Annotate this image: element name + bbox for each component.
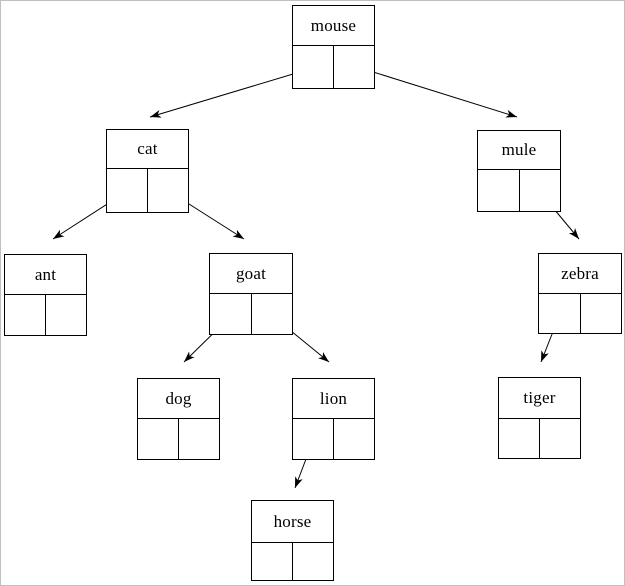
tree-node-zebra: zebra <box>538 253 622 334</box>
tree-node-mule: mule <box>477 130 561 212</box>
right-pointer-cell <box>46 295 86 335</box>
left-pointer-cell <box>293 419 334 459</box>
node-pointer-cells <box>293 419 374 459</box>
node-pointer-cells <box>539 294 621 333</box>
right-pointer-cell <box>540 419 580 458</box>
node-label: mule <box>478 131 560 170</box>
tree-node-horse: horse <box>251 500 334 581</box>
tree-node-dog: dog <box>137 378 220 460</box>
node-label: dog <box>138 379 219 419</box>
node-label: goat <box>210 254 292 294</box>
edge-mouse-left-to-cat <box>149 67 314 118</box>
tree-node-mouse: mouse <box>292 5 375 89</box>
left-pointer-cell <box>138 419 179 459</box>
tree-node-ant: ant <box>4 254 87 336</box>
left-pointer-cell <box>5 295 46 335</box>
node-label: tiger <box>499 378 580 419</box>
node-pointer-cells <box>478 170 560 211</box>
tree-node-tiger: tiger <box>498 377 581 459</box>
node-label: cat <box>107 130 188 169</box>
tree-node-lion: lion <box>292 378 375 460</box>
right-pointer-cell <box>334 419 374 459</box>
right-pointer-cell <box>252 294 293 334</box>
right-pointer-cell <box>334 46 374 88</box>
left-pointer-cell <box>478 170 520 211</box>
right-pointer-cell <box>148 169 188 212</box>
left-pointer-cell <box>210 294 252 334</box>
right-pointer-cell <box>179 419 219 459</box>
tree-node-cat: cat <box>106 129 189 213</box>
left-pointer-cell <box>499 419 540 458</box>
right-pointer-cell <box>293 543 333 580</box>
node-pointer-cells <box>293 46 374 88</box>
left-pointer-cell <box>107 169 148 212</box>
right-pointer-cell <box>520 170 561 211</box>
node-label: horse <box>252 501 333 543</box>
node-pointer-cells <box>5 295 86 335</box>
left-pointer-cell <box>252 543 293 580</box>
left-pointer-cell <box>539 294 581 333</box>
node-pointer-cells <box>252 543 333 580</box>
tree-node-goat: goat <box>209 253 293 335</box>
node-pointer-cells <box>107 169 188 212</box>
node-label: zebra <box>539 254 621 294</box>
node-label: ant <box>5 255 86 295</box>
node-label: mouse <box>293 6 374 46</box>
edge-mouse-right-to-mule <box>353 65 518 118</box>
node-pointer-cells <box>499 419 580 458</box>
node-label: lion <box>293 379 374 419</box>
right-pointer-cell <box>581 294 622 333</box>
left-pointer-cell <box>293 46 334 88</box>
node-pointer-cells <box>138 419 219 459</box>
node-pointer-cells <box>210 294 292 334</box>
